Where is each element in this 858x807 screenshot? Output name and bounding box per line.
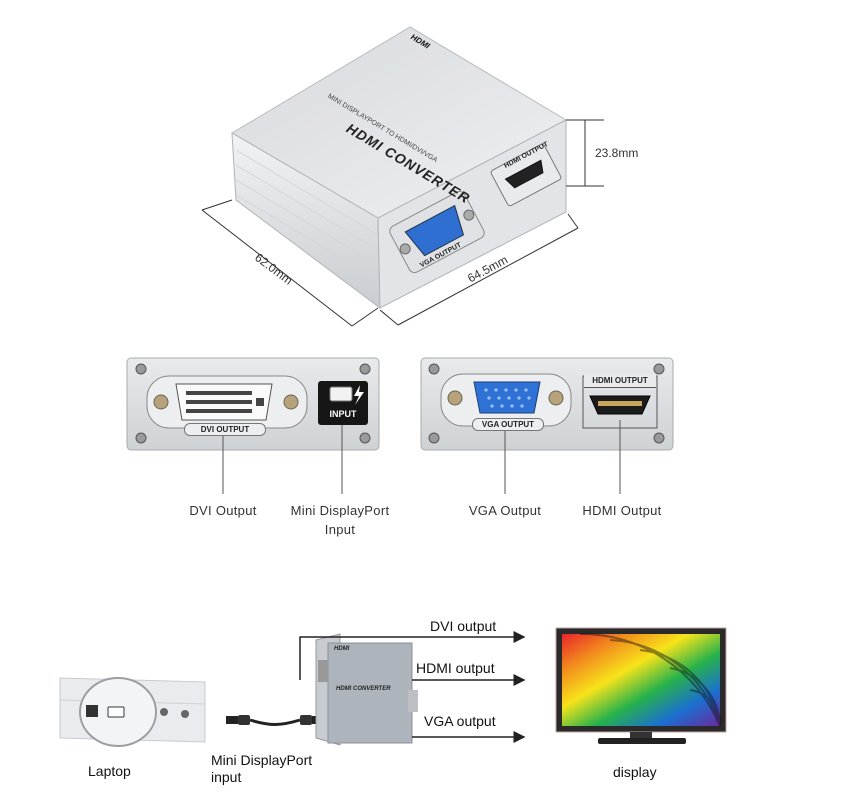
right-panel: [420, 357, 674, 451]
mini-displayport-icon: [329, 386, 353, 402]
display-image: [555, 627, 727, 744]
hdmi-port-label: HDMI OUTPUT: [584, 375, 656, 388]
dimension-height: 23.8mm: [595, 146, 639, 160]
output-arrows: [299, 631, 526, 743]
label-display: display: [613, 764, 657, 780]
callout-hdmi-output: HDMI Output: [582, 503, 662, 518]
input-port-label: INPUT: [329, 409, 357, 419]
label-dvi-output: DVI output: [430, 618, 497, 634]
screw-icon: [653, 432, 665, 444]
box-title: HDMI CONVERTER: [336, 686, 391, 692]
box-logo: HDMI: [334, 646, 350, 652]
screw-icon: [135, 363, 147, 375]
callout-mdp-line2: Input: [324, 522, 356, 537]
label-mini-displayport-input: Mini DisplayPort input: [211, 752, 312, 786]
label-vga-output: VGA output: [424, 713, 496, 729]
screw-icon: [359, 363, 371, 375]
laptop-image: [59, 677, 206, 747]
label-mdp-line2: input: [211, 769, 242, 785]
callout-mini-displayport-input: Mini DisplayPort Input: [278, 501, 402, 539]
top-hdmi-port: [490, 143, 562, 207]
thunderbolt-icon: [354, 385, 364, 405]
laptop-port-icon: [86, 705, 98, 717]
top-device: [201, 26, 604, 327]
screw-icon: [428, 363, 440, 375]
callout-dvi-output: DVI Output: [189, 503, 257, 518]
screw-icon: [359, 432, 371, 444]
callout-lines: [222, 420, 621, 494]
left-panel: [126, 357, 380, 451]
mini-dp-cable: [226, 715, 322, 726]
label-mdp-line1: Mini DisplayPort: [211, 752, 313, 768]
label-hdmi-output: HDMI output: [416, 660, 495, 676]
converter-box: [315, 633, 418, 746]
vga-port-label: VGA OUTPUT: [472, 418, 544, 431]
screw-icon: [653, 363, 665, 375]
vga-port-icon: [473, 381, 541, 414]
label-laptop: Laptop: [88, 763, 131, 779]
screw-icon: [428, 432, 440, 444]
dvi-port-label: DVI OUTPUT: [184, 423, 266, 436]
screw-icon: [135, 432, 147, 444]
device-ridges: [235, 149, 379, 281]
laptop-mini-dp-port-icon: [107, 706, 125, 718]
dimension-lines: [201, 119, 604, 327]
callout-vga-output: VGA Output: [468, 503, 542, 518]
top-vga-port: [389, 190, 485, 274]
callout-mdp-line1: Mini DisplayPort: [290, 503, 390, 518]
